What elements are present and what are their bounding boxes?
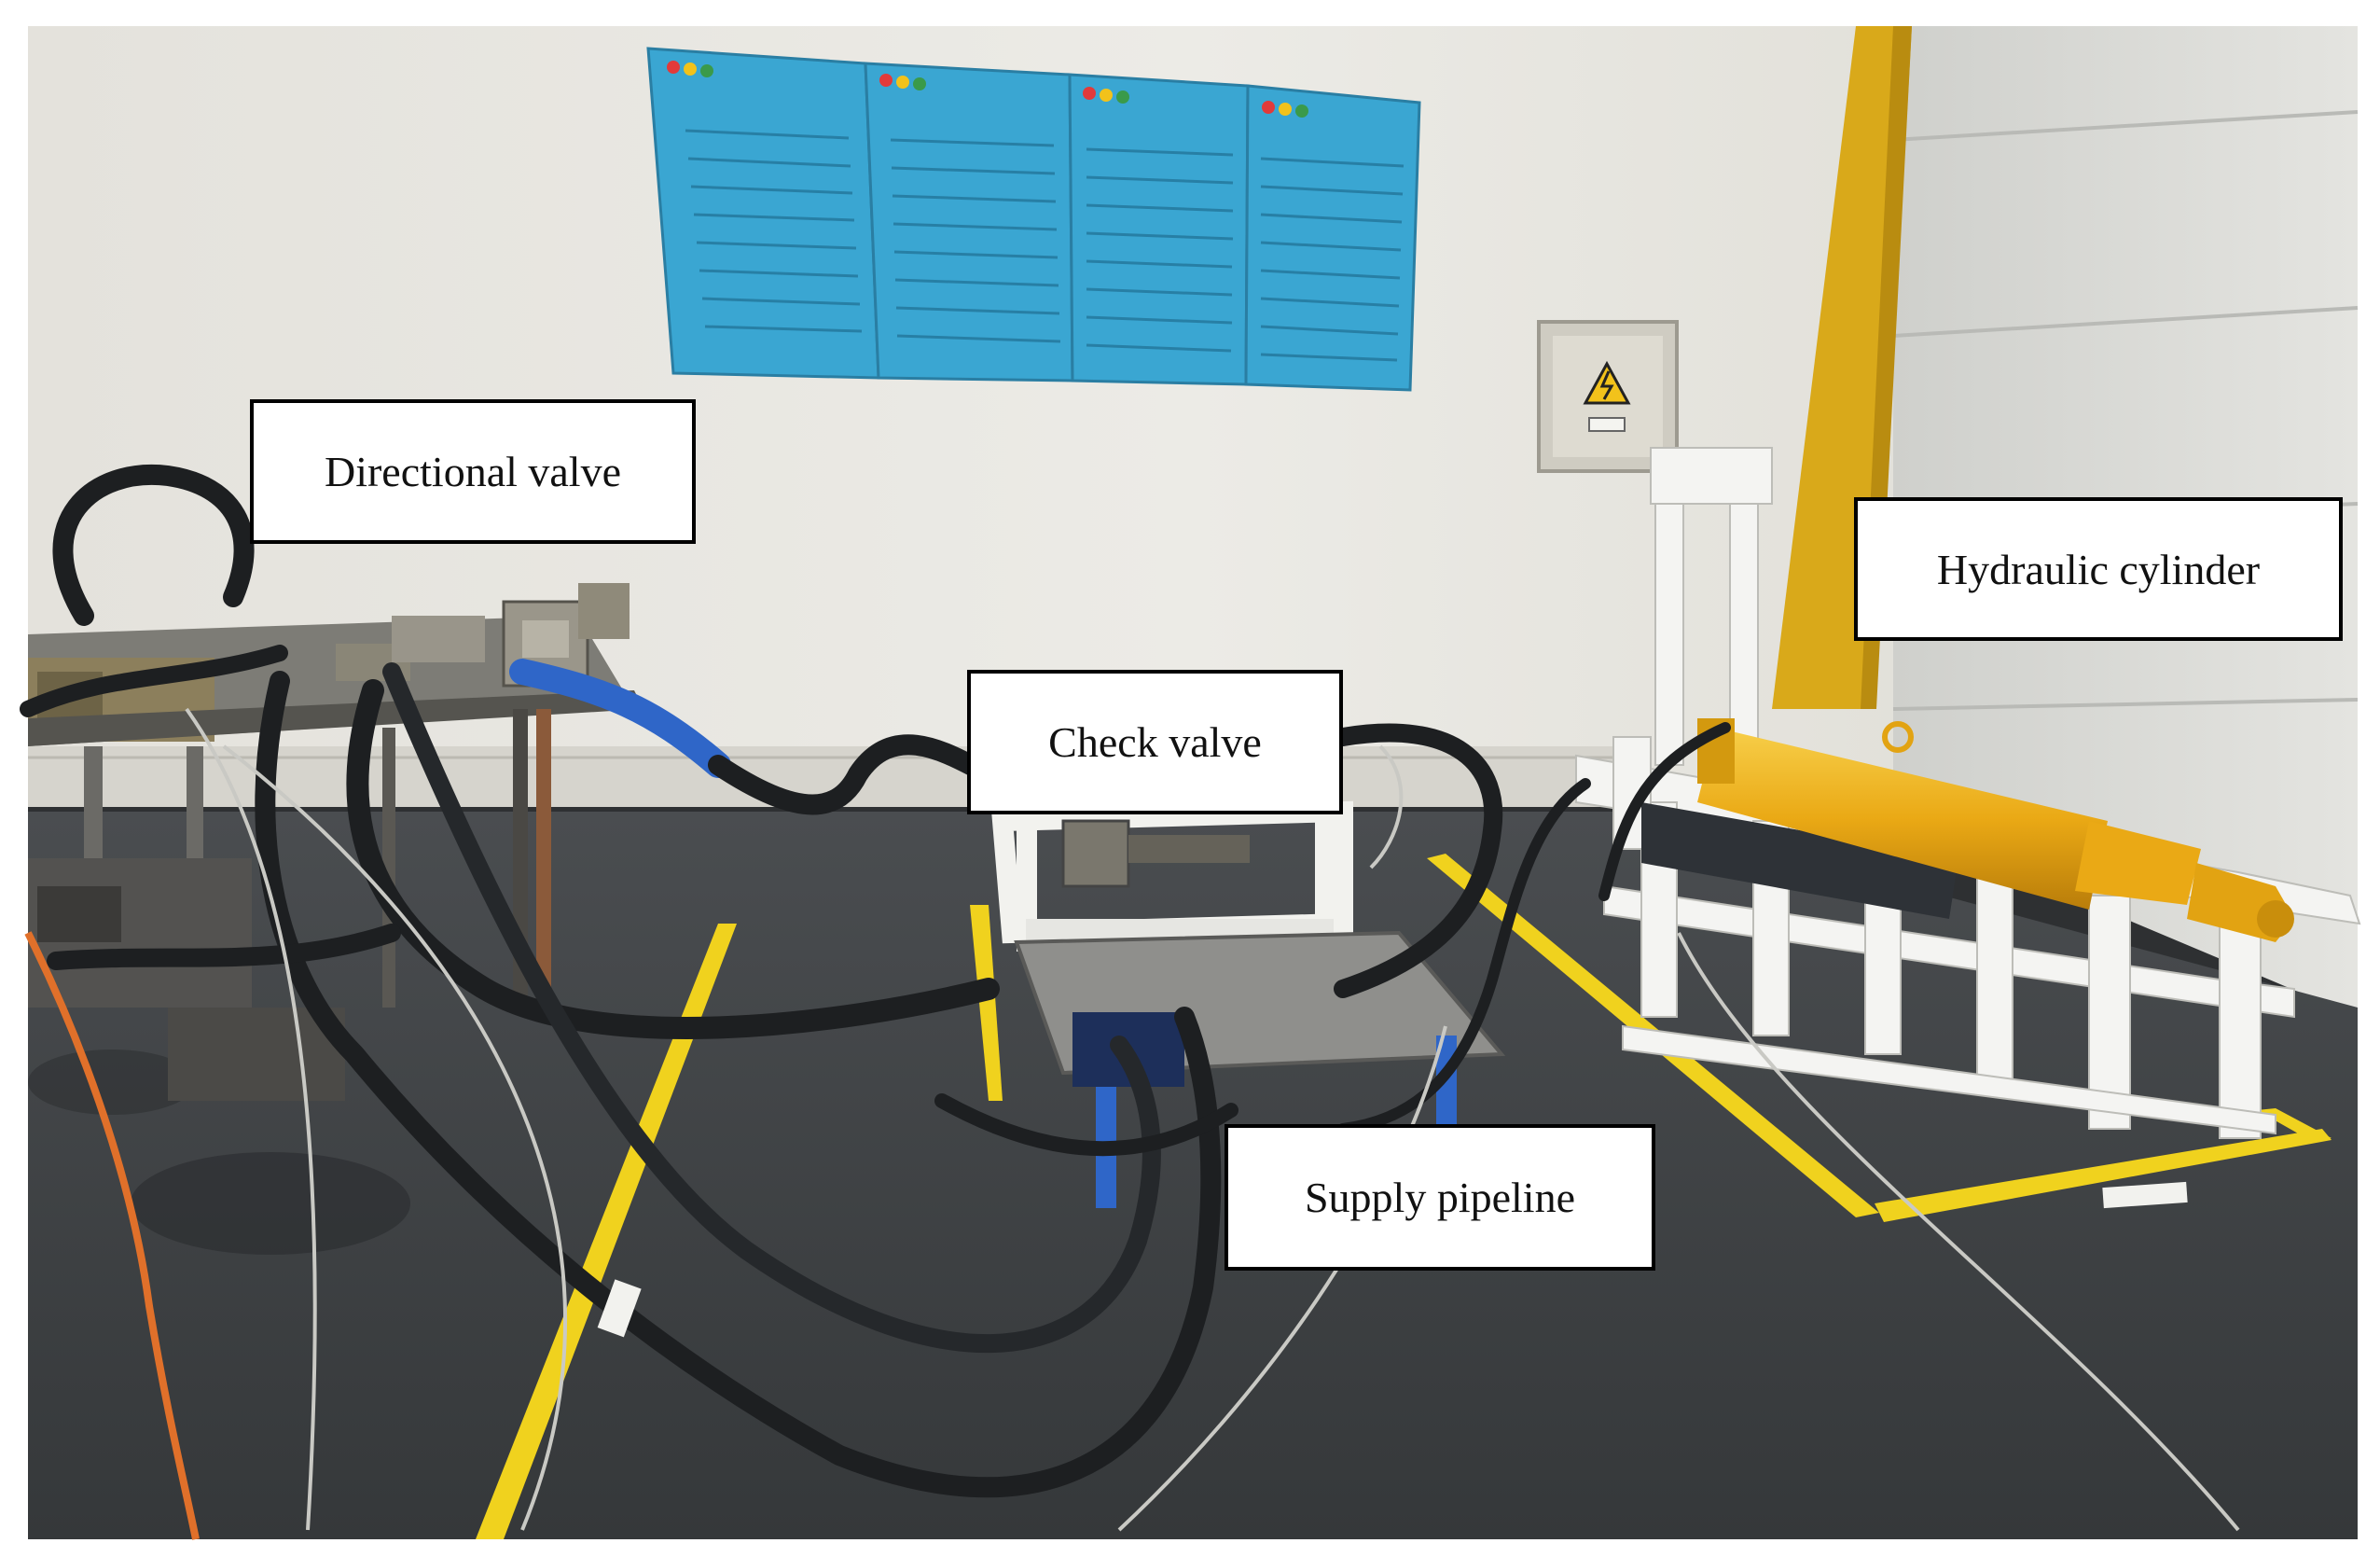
electrical-panel [1537, 320, 1679, 473]
hydraulic-cylinder [1697, 718, 2294, 942]
hydraulic-cylinder-label: Hydraulic cylinder [1854, 497, 2343, 641]
valve-test-bench [28, 583, 643, 1101]
hydraulic-hoses [20, 464, 1731, 1498]
check-valve-label: Check valve [967, 670, 1343, 814]
directional-valve-label: Directional valve [250, 399, 696, 544]
warning-triangle-icon [1583, 360, 1631, 405]
notice-boards [646, 47, 1421, 392]
rack-roller [1641, 802, 1958, 919]
orange-power-cable [24, 931, 200, 1540]
supply-pipeline-label: Supply pipeline [1225, 1124, 1655, 1271]
sensor-cables [185, 707, 2240, 1532]
